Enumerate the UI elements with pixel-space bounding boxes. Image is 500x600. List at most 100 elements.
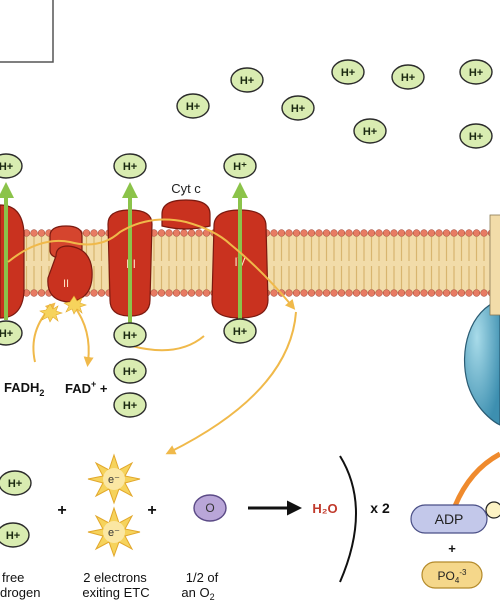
electron-bursts [39,295,87,323]
svg-text:H+: H+ [469,67,483,79]
svg-text:H⁺: H⁺ [233,161,247,173]
cytochrome-c: Cyt c [161,181,211,230]
captions: free drogen 2 electrons exiting ETC 1/2 … [0,570,219,600]
lipid-head [360,289,368,297]
lipid-head [382,289,391,297]
lipid-head [330,229,338,237]
svg-text:H+: H+ [186,101,200,113]
burst-2 [63,295,87,315]
caption-electrons-line2: exiting ETC [82,585,149,600]
proton-badge: H+ [0,470,32,496]
lipid-head [397,229,406,237]
lipid-head [322,289,331,297]
lipid-head [187,229,196,237]
water-label: H₂O [312,501,337,516]
svg-text:H+: H+ [401,72,415,84]
proton-badge: H+ [391,64,425,90]
plus-sign-2: + [147,502,156,519]
lipid-head [427,289,436,297]
svg-text:H+: H+ [363,126,377,138]
proton-badge: H+ [176,93,210,119]
lipid-head [180,289,188,297]
lipid-head [390,229,398,237]
electron-path-to-oxygen [165,311,297,455]
lipid-head [37,229,46,237]
lipid-head [345,229,353,237]
adp-label: ADP [435,511,464,527]
caption-electrons-line1: 2 electrons [83,570,147,585]
atp-synthase-arc [452,451,500,507]
cyt-c-label: Cyt c [171,181,201,196]
lipid-head [435,289,443,297]
lipid-head [157,289,166,297]
burst-1 [39,303,63,323]
lipid-head [202,289,211,297]
svg-text:H+: H+ [123,400,137,412]
lipid-head [270,229,278,237]
lipid-head [195,289,203,297]
lipid-head [277,229,286,237]
lipid-head [435,229,443,237]
lipid-head [315,289,323,297]
svg-text:H+: H+ [341,67,355,79]
oxygen-label: O [205,501,214,515]
lipid-head [427,229,436,237]
lipid-head [472,229,481,237]
oxygen-atom: O [193,494,227,522]
proton-badge: H+ [331,59,365,85]
lipid-head [322,229,331,237]
lipid-head [307,229,316,237]
caption-half-line2: an O2 [181,585,214,600]
proton-badge: H+ [113,392,147,418]
svg-text:H+: H+ [240,75,254,87]
proton-badge: H⁺ [223,153,257,179]
lipid-head [82,229,91,237]
lipid-head [315,229,323,237]
caption-free-line2: drogen [0,585,40,600]
phosphate-connector [485,501,500,519]
proton-badge: H+ [281,95,315,121]
caption-half-line1: 1/2 of [186,570,219,585]
lipid-head [157,229,166,237]
svg-text:H+: H+ [291,103,305,115]
lipid-head [292,229,301,237]
lipid-head [285,289,293,297]
lipid-head [367,289,376,297]
proton-badge: H+ [113,322,147,348]
lipid-head [187,289,196,297]
lipid-head [30,229,38,237]
svg-text:H+: H+ [0,161,13,173]
svg-text:H+: H+ [123,330,137,342]
po4-pill: PO4-3 [421,561,483,589]
complex-ii-label: II [63,278,69,290]
lipid-head [165,229,173,237]
po4-label: PO4-3 [438,568,467,585]
svg-text:H+: H+ [0,328,13,340]
proton-pump-arrows [0,182,248,325]
complex-ii-to-fad [73,305,94,367]
reaction-bracket [339,455,357,583]
lipid-head [457,289,466,297]
electron-label: e⁻ [108,474,120,486]
proton-badge: H+ [459,123,493,149]
lipid-head [442,229,451,237]
lipid-head [375,289,383,297]
lipid-head [172,229,181,237]
lipid-head [90,229,98,237]
lipid-head [472,289,481,297]
fad-label: FAD+ + [65,379,108,396]
lipid-head [450,229,458,237]
atp-synthase-stalk [489,214,500,316]
lipid-head [337,229,346,237]
lipid-head [352,289,361,297]
lipid-head [412,289,421,297]
lipid-head [195,229,203,237]
proton-badge: H+ [459,59,493,85]
plus-sign-3: + [448,541,456,556]
lipid-head [165,289,173,297]
lipid-head [450,289,458,297]
lipid-head [30,289,38,297]
lipid-head [97,289,106,297]
lipid-head [405,229,413,237]
